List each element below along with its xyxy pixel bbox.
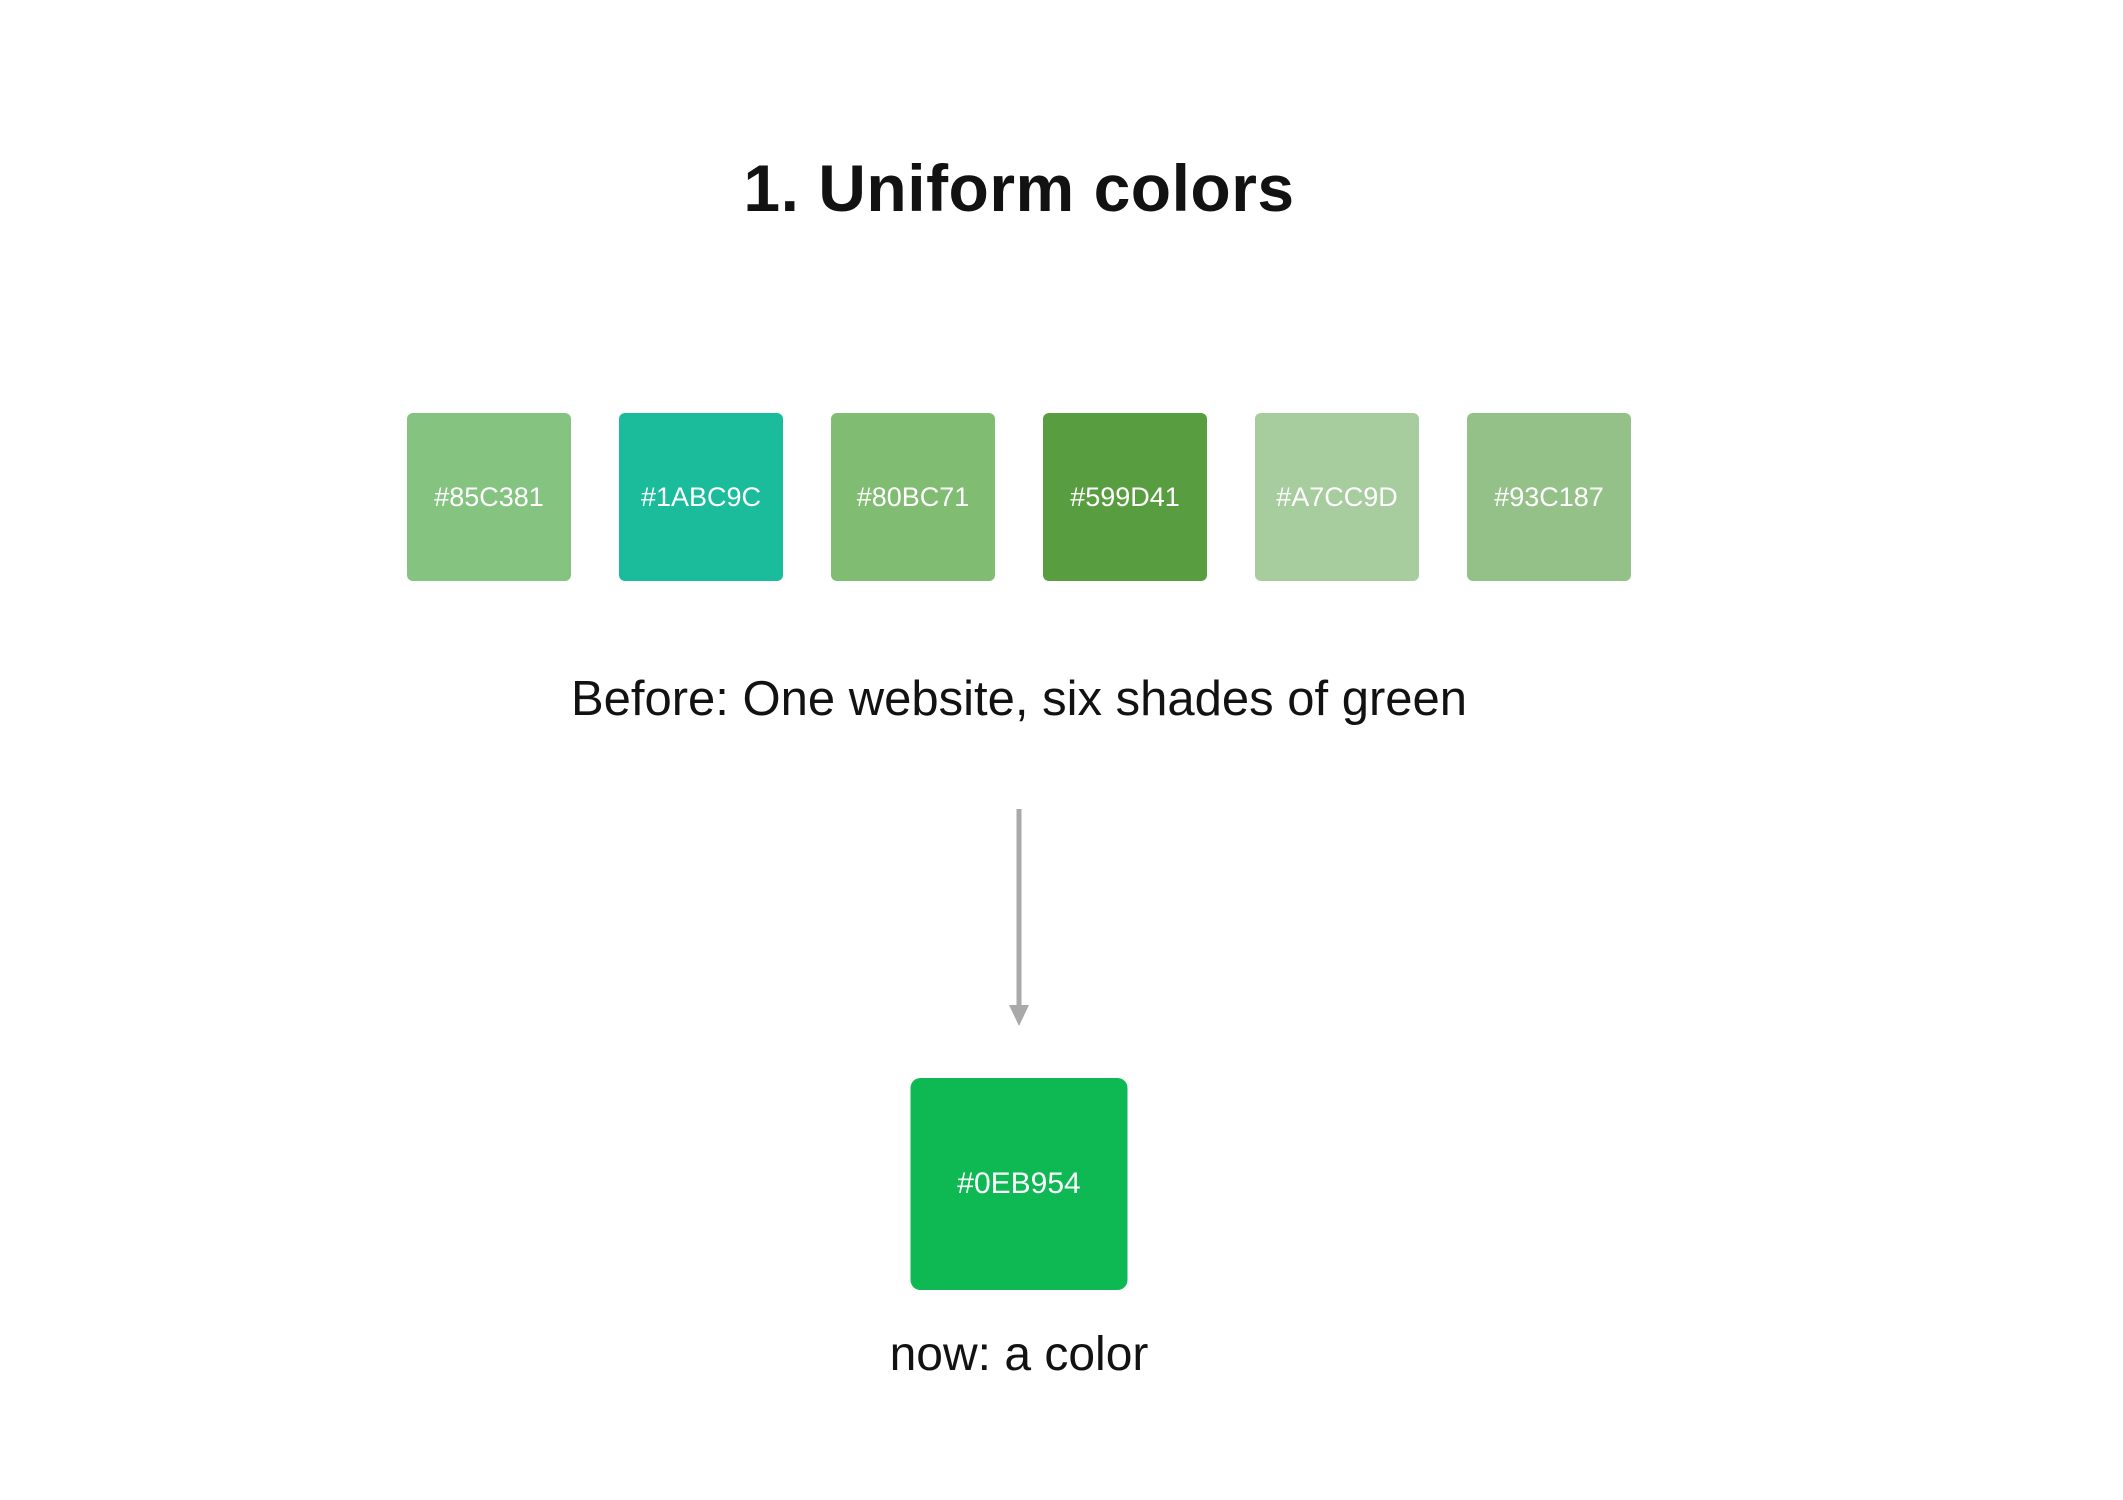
color-swatch-85C381: #85C381 xyxy=(407,413,571,581)
color-swatch-0EB954: #0EB954 xyxy=(910,1078,1128,1290)
color-swatch-599D41: #599D41 xyxy=(1043,413,1207,581)
color-swatch-80BC71: #80BC71 xyxy=(831,413,995,581)
swatch-hex-label: #80BC71 xyxy=(856,481,970,512)
swatch-hex-label: #85C381 xyxy=(434,481,544,512)
swatch-hex-label: #A7CC9D xyxy=(1276,481,1398,512)
color-swatch-93C187: #93C187 xyxy=(1467,413,1631,581)
color-swatch-1ABC9C: #1ABC9C xyxy=(619,413,783,581)
page-title: 1. Uniform colors xyxy=(743,151,1295,225)
before-caption: Before: One website, six shades of green xyxy=(570,672,1468,726)
after-caption: now: a color xyxy=(889,1328,1149,1381)
swatch-hex-label: #93C187 xyxy=(1494,481,1604,512)
color-swatch-A7CC9D: #A7CC9D xyxy=(1255,413,1419,581)
swatch-hex-label: #0EB954 xyxy=(957,1167,1081,1200)
swatch-hex-label: #1ABC9C xyxy=(640,481,762,512)
swatch-hex-label: #599D41 xyxy=(1070,481,1180,512)
down-arrow-icon xyxy=(1008,809,1030,1026)
before-swatch-row: #85C381 #1ABC9C #80BC71 #599D41 #A7CC9D … xyxy=(407,413,1631,581)
